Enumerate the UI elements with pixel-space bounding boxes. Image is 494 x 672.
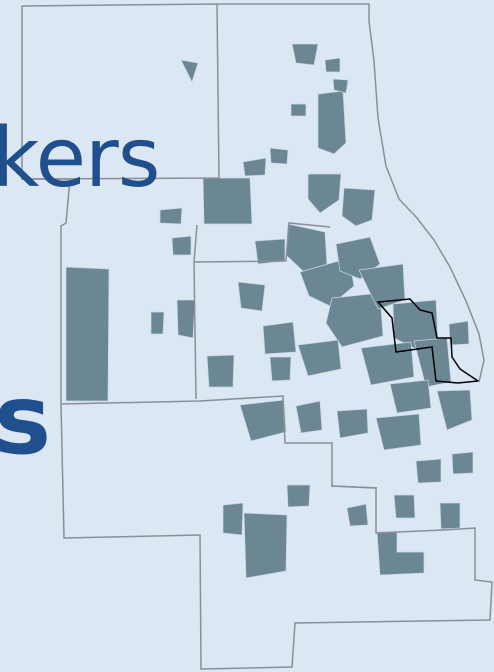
shaded-municipalities [65, 43, 474, 579]
headline-fragment-bottom: s [0, 364, 52, 476]
headline-fragment-top: kers [0, 111, 160, 206]
highlighted-district-outline [376, 298, 481, 384]
county-boundaries [21, 3, 493, 670]
